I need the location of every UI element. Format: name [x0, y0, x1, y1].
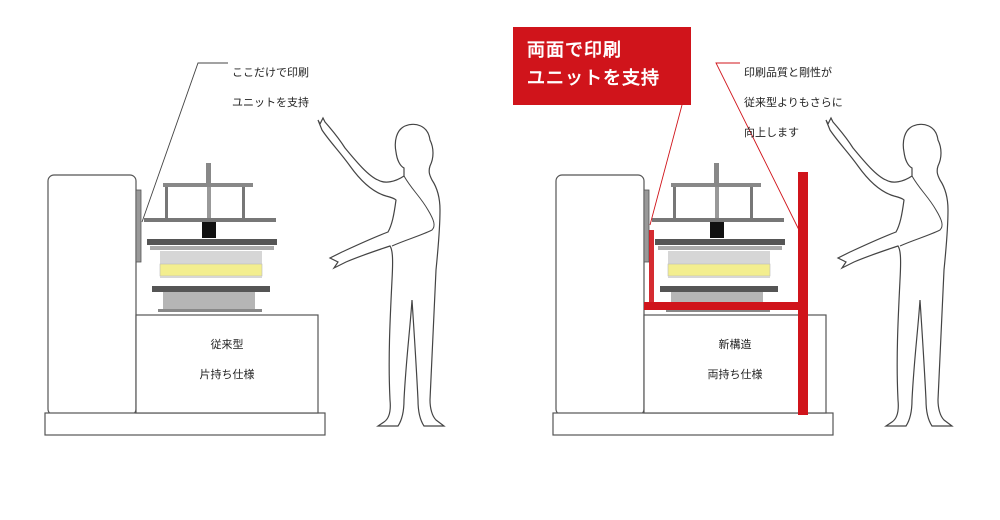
headline-leader	[649, 104, 683, 226]
right-base-label: 新構造 両持ち仕様	[707, 338, 763, 381]
left-base-label: 従来型 片持ち仕様	[199, 338, 255, 381]
left-callout-leader	[141, 62, 228, 223]
left-machine	[44, 162, 326, 436]
right-callout-text: 印刷品質と剛性が 従来型よりもさらに 向上します	[744, 66, 843, 139]
left-operator-figure	[317, 117, 445, 427]
right-machine	[552, 117, 953, 436]
headline-box: 両面で印刷 ユニットを支持	[513, 27, 691, 105]
right-callout-leader	[715, 62, 801, 233]
left-callout-text: ここだけで印刷 ユニットを支持	[232, 66, 309, 109]
